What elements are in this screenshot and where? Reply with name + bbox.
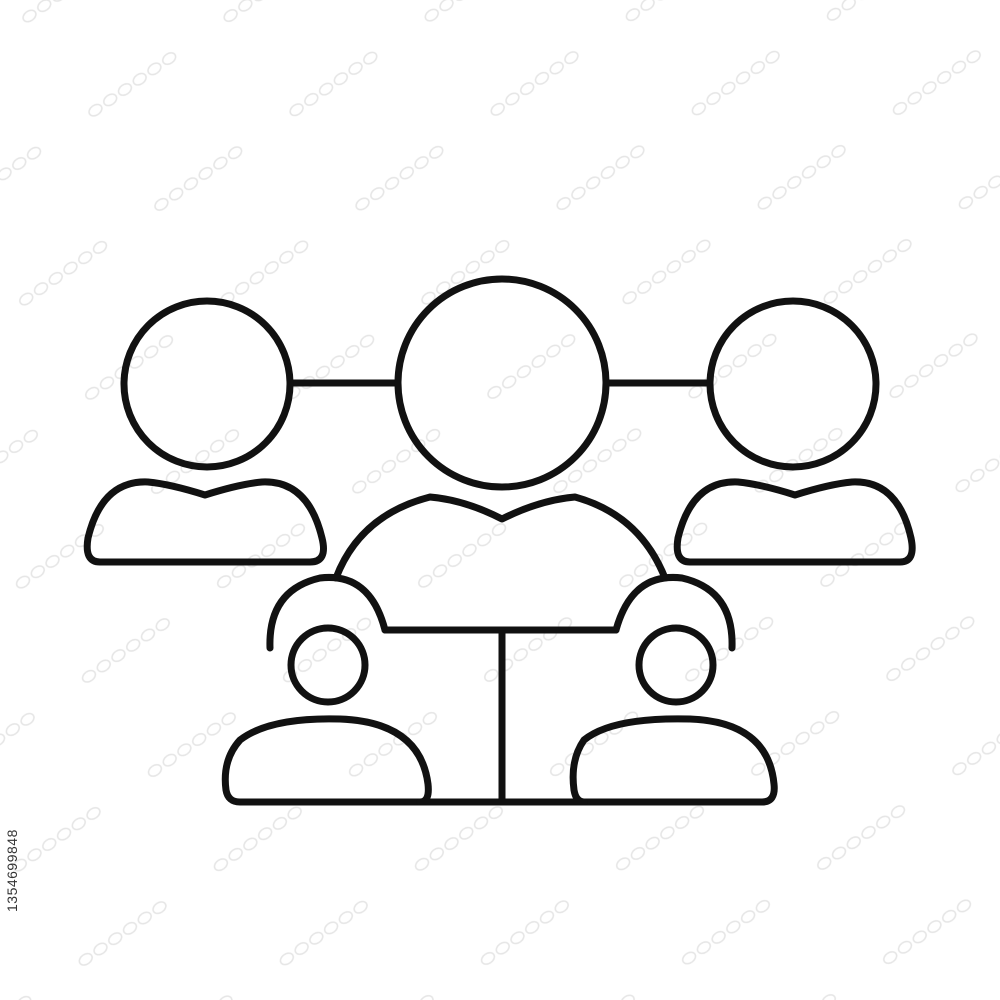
stock-id-label: 1354699848 — [4, 829, 20, 912]
person-center-body — [332, 493, 669, 582]
person-bottom-left-body — [221, 715, 432, 806]
person-top-right-body — [673, 478, 916, 566]
person-bottom-left-head — [287, 624, 369, 706]
person-bottom-right-head — [635, 624, 717, 706]
person-top-right-head — [706, 297, 880, 471]
person-top-left-head — [120, 297, 294, 471]
person-bottom-right-body — [569, 715, 778, 806]
person-top-left-body — [83, 478, 327, 566]
person-center-head — [394, 275, 610, 491]
arm-left — [266, 573, 389, 652]
arm-right — [612, 573, 736, 652]
